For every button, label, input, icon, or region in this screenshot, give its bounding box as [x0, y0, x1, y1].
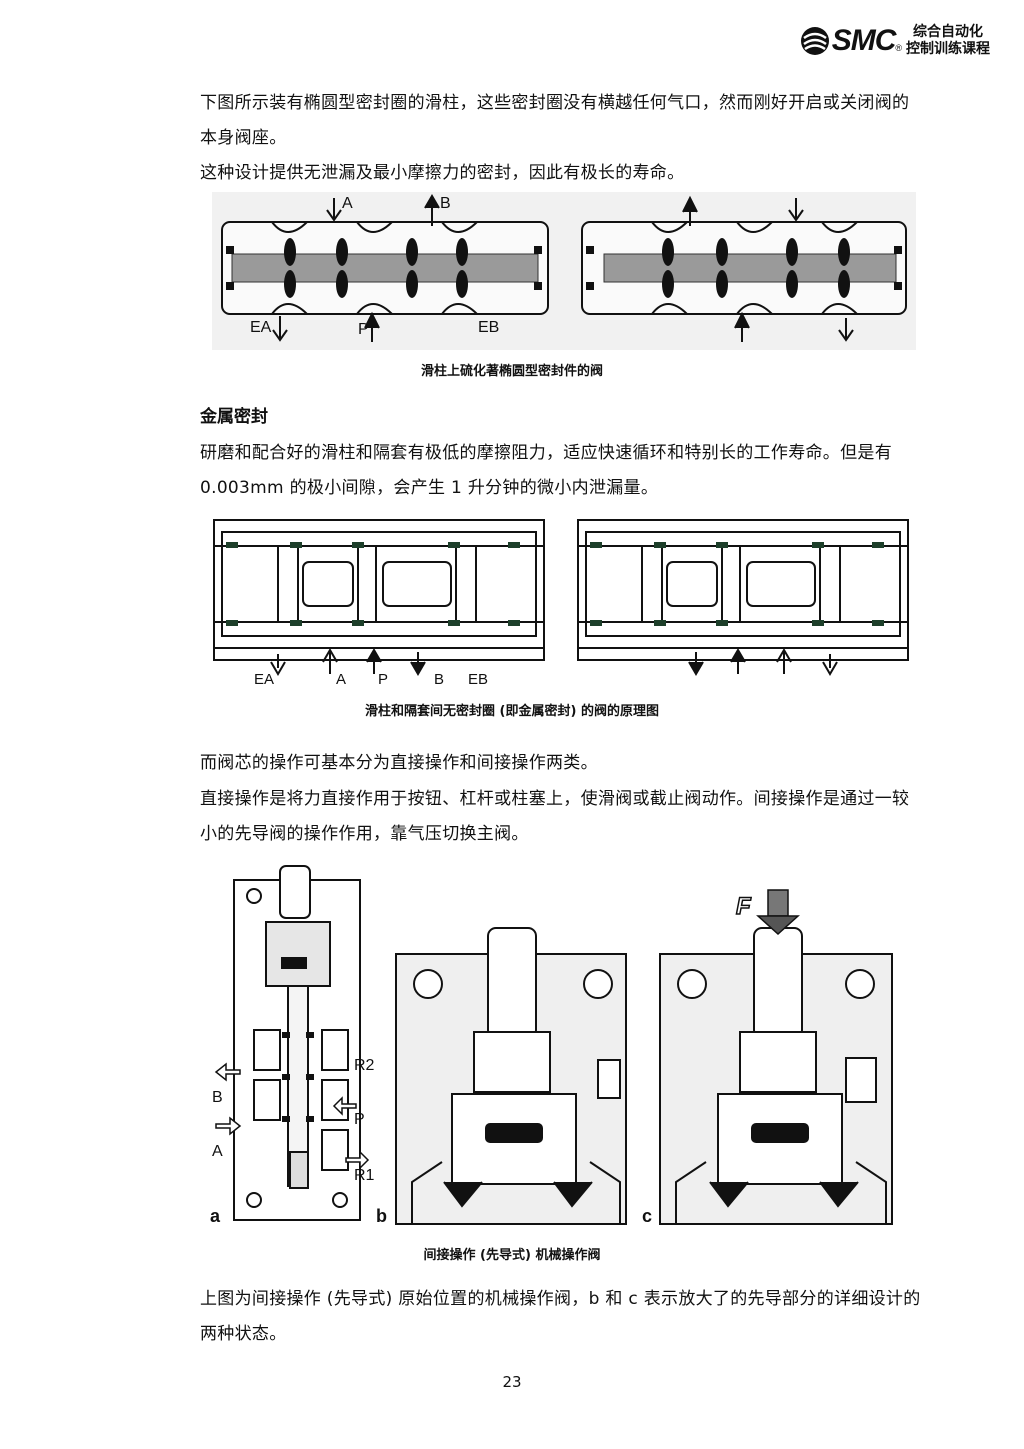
label-port-p: P — [354, 1111, 365, 1128]
panel-a-arrows — [214, 1062, 370, 1170]
panel-c-label: c — [642, 1206, 652, 1226]
force-label: F — [736, 893, 752, 920]
label-port-eb: EB — [478, 319, 499, 336]
metal-seal-heading: 金属密封 — [200, 407, 268, 427]
label-port-r2: R2 — [354, 1057, 375, 1074]
figure2-caption: 滑柱和隔套间无密封圈 (即金属密封) 的阀的原理图 — [365, 704, 659, 719]
right-valve-diagram — [581, 221, 907, 315]
label-port-p: P — [358, 321, 369, 338]
pilot-operated-valve-figure: F R2 B P A R1 a b c — [210, 865, 893, 1226]
left-valve-arrows — [272, 194, 440, 342]
label-port-ea: EA — [254, 671, 274, 688]
label-port-p: P — [378, 671, 388, 688]
registered-mark: ® — [895, 43, 902, 53]
right-metal-valve — [577, 519, 909, 661]
metal-seal-paragraph: 研磨和配合好的滑柱和隔套有极低的摩擦阻力，适应快速循环和特别长的工作寿命。但是有… — [200, 443, 892, 498]
figure3-explanation-paragraph: 上图为间接操作 (先导式) 原始位置的机械操作阀，b 和 c 表示放大了的先导部… — [200, 1289, 921, 1344]
label-port-r1: R1 — [354, 1167, 375, 1184]
label-port-b: B — [434, 671, 444, 688]
panel-c-pilot-actuated — [659, 927, 893, 1225]
left-metal-valve — [213, 519, 545, 661]
label-port-a: A — [212, 1143, 223, 1160]
label-port-ea: EA — [250, 319, 272, 336]
smc-logo-mark: SMC — [800, 24, 896, 58]
panel-a-full-valve — [233, 865, 361, 1221]
figure1-caption: 滑柱上硫化著椭圆型密封件的阀 — [420, 364, 603, 379]
label-port-a: A — [342, 195, 353, 212]
page-number: 23 — [502, 1373, 522, 1391]
smc-swirl-icon — [800, 27, 829, 55]
right-metal-valve-arrows — [688, 648, 838, 676]
panel-b-pilot-rest — [395, 927, 627, 1225]
operation-types-paragraph: 而阀芯的操作可基本分为直接操作和间接操作两类。 — [200, 753, 598, 773]
panel-a-label: a — [210, 1206, 221, 1226]
label-port-b: B — [212, 1089, 223, 1106]
left-valve-diagram — [221, 221, 549, 315]
brand-name: SMC — [831, 24, 897, 57]
course-title: 综合自动化 控制训练课程 — [906, 24, 990, 58]
direct-indirect-paragraph: 直接操作是将力直接作用于按钮、杠杆或柱塞上，使滑阀或截止阀动作。间接操作是通过一… — [200, 789, 910, 844]
force-arrow-icon — [756, 889, 800, 936]
course-title-line2: 控制训练课程 — [906, 41, 990, 57]
metal-seal-valve-figure: EA A P B EB — [213, 519, 909, 688]
left-metal-valve-arrows — [270, 648, 426, 676]
smc-logo: SMC ® 综合自动化 控制训练课程 — [800, 24, 990, 58]
elliptical-seal-valve-figure: A B EA P EB — [212, 192, 916, 350]
course-title-line1: 综合自动化 — [913, 24, 983, 40]
figure3-caption: 间接操作 (先导式) 机械操作阀 — [423, 1248, 601, 1263]
label-port-eb: EB — [468, 671, 488, 688]
intro-paragraph: 下图所示装有椭圆型密封圈的滑柱，这些密封圈没有横越任何气口，然而刚好开启或关闭阀… — [200, 93, 910, 148]
right-valve-arrows — [682, 195, 854, 342]
label-port-b: B — [440, 195, 451, 212]
label-port-a: A — [336, 671, 346, 688]
seal-benefit-paragraph: 这种设计提供无泄漏及最小摩擦力的密封，因此有极长的寿命。 — [200, 163, 685, 183]
panel-b-label: b — [376, 1206, 387, 1226]
